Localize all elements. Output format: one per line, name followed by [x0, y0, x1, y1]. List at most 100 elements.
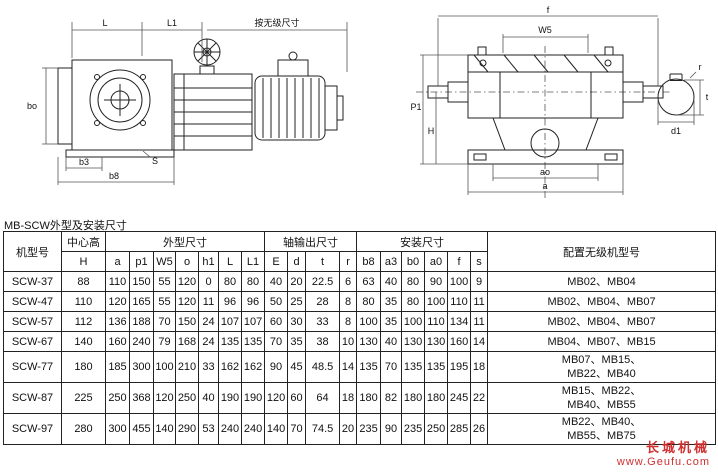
dimension-cell: 168 — [175, 331, 199, 352]
header-install: 安装尺寸 — [356, 231, 489, 252]
model-cell: SCW-47 — [3, 291, 62, 312]
dim-label-h: H — [428, 126, 435, 136]
dimension-cell: 162 — [218, 351, 242, 383]
dimension-cell: 22 — [470, 382, 489, 414]
header-center-height: 中心高 — [61, 231, 106, 252]
dim-label-s: S — [152, 156, 158, 166]
dimension-cell: 33 — [305, 311, 341, 332]
dimension-cell: 55 — [153, 271, 176, 292]
dimension-cell: 24 — [198, 311, 219, 332]
dimension-cell: 9 — [470, 271, 489, 292]
dimension-cell: 135 — [356, 351, 382, 383]
dimension-cell: 130 — [356, 331, 382, 352]
dimension-cell: 80 — [240, 271, 266, 292]
watermark: 长城机械 www.Geufu.com — [617, 441, 710, 469]
dimension-table: 机型号 中心高 外型尺寸 轴输出尺寸 安装尺寸 配置无级机型号 H a p1 W… — [3, 231, 717, 445]
variator-cell: MB15、MB22、 MB40、MB55 — [487, 382, 717, 414]
dimension-cell: 107 — [240, 311, 266, 332]
dimension-cell: 64 — [305, 382, 341, 414]
dimension-cell: 50 — [264, 291, 289, 312]
dimension-cell: 20 — [339, 413, 358, 445]
dimension-cell: 165 — [129, 291, 154, 312]
dimension-cell: 25 — [287, 291, 307, 312]
dimension-cell: 180 — [424, 382, 449, 414]
variator-cell: MB04、MB07、MB15 — [487, 331, 717, 352]
table-title: MB-SCW外型及安装尺寸 — [4, 220, 127, 232]
dimension-cell: 45 — [287, 351, 307, 383]
dimension-cell: 188 — [129, 311, 154, 332]
subheader-h1: h1 — [198, 251, 219, 272]
end-view-drawing: f W5 P1 H ao a r t d1 — [410, 5, 709, 200]
dimension-cell: 48.5 — [305, 351, 341, 383]
dimension-cell: 100 — [447, 271, 472, 292]
dimension-cell: 140 — [61, 331, 106, 352]
dimension-cell: 190 — [218, 382, 242, 414]
dimension-cell: 80 — [401, 271, 426, 292]
subheader-L: L — [218, 251, 242, 272]
header-model: 机型号 — [3, 231, 62, 272]
header-row-groups: 机型号 中心高 外型尺寸 轴输出尺寸 安装尺寸 配置无级机型号 — [3, 231, 717, 272]
dimension-cell: 60 — [264, 311, 289, 332]
dimension-cell: 100 — [424, 291, 449, 312]
dimension-lines-right — [420, 15, 704, 195]
dim-label-b3: b3 — [79, 157, 89, 167]
dimension-cell: 110 — [105, 271, 130, 292]
motor — [254, 51, 344, 141]
dimension-cell: 180 — [61, 351, 106, 383]
model-cell: SCW-77 — [3, 351, 62, 383]
base-and-flange — [467, 117, 624, 165]
subheader-b8: b8 — [356, 251, 382, 272]
header-shaft: 轴输出尺寸 — [264, 231, 358, 252]
dim-label-f: f — [547, 5, 550, 15]
subheader-a0: a0 — [424, 251, 449, 272]
model-cell: SCW-97 — [3, 413, 62, 445]
dimension-cell: 96 — [218, 291, 242, 312]
dimension-cell: 8 — [339, 291, 358, 312]
subheader-E: E — [264, 251, 289, 272]
dimension-cell: 96 — [240, 291, 266, 312]
dimension-cell: 11 — [470, 291, 489, 312]
dimension-cell: 35 — [287, 331, 307, 352]
dimension-cell: 250 — [105, 382, 130, 414]
dimension-cell: 112 — [61, 311, 106, 332]
dimension-cell: 90 — [424, 271, 449, 292]
dimension-cell: 190 — [240, 382, 266, 414]
dim-label-d1: d1 — [671, 126, 681, 136]
model-cell: SCW-37 — [3, 271, 62, 292]
dimension-cell: 18 — [470, 351, 489, 383]
dimension-cell: 210 — [175, 351, 199, 383]
dimension-cell: 455 — [129, 413, 154, 445]
dimension-cell: 70 — [264, 331, 289, 352]
dimension-cell: 235 — [356, 413, 382, 445]
dimension-cell: 180 — [356, 382, 382, 414]
dimension-cell: 11 — [470, 311, 489, 332]
dimension-cell: 300 — [105, 413, 130, 445]
dimension-cell: 185 — [105, 351, 130, 383]
dimension-labels-left: L L1 按无级尺寸 bo b3 b8 S — [27, 17, 300, 181]
dimension-cell: 225 — [61, 382, 106, 414]
dimension-cell: 120 — [105, 291, 130, 312]
dimension-cell: 150 — [129, 271, 154, 292]
dimension-cell: 136 — [105, 311, 130, 332]
dim-label-L: L — [102, 18, 107, 28]
dimension-cell: 74.5 — [305, 413, 341, 445]
subheader-s: s — [470, 251, 489, 272]
dimension-cell: 120 — [264, 382, 289, 414]
dimension-cell: 180 — [401, 382, 426, 414]
dimension-cell: 134 — [447, 311, 472, 332]
dimension-cell: 18 — [339, 382, 358, 414]
dimension-cell: 120 — [175, 291, 199, 312]
subheader-a: a — [105, 251, 130, 272]
dimension-cell: 280 — [61, 413, 106, 445]
dimension-cell: 300 — [129, 351, 154, 383]
dimension-cell: 160 — [447, 331, 472, 352]
dimension-cell: 130 — [424, 331, 449, 352]
model-cell: SCW-67 — [3, 331, 62, 352]
handwheel — [193, 38, 221, 75]
dimension-cell: 60 — [287, 382, 307, 414]
dimension-cell: 79 — [153, 331, 176, 352]
